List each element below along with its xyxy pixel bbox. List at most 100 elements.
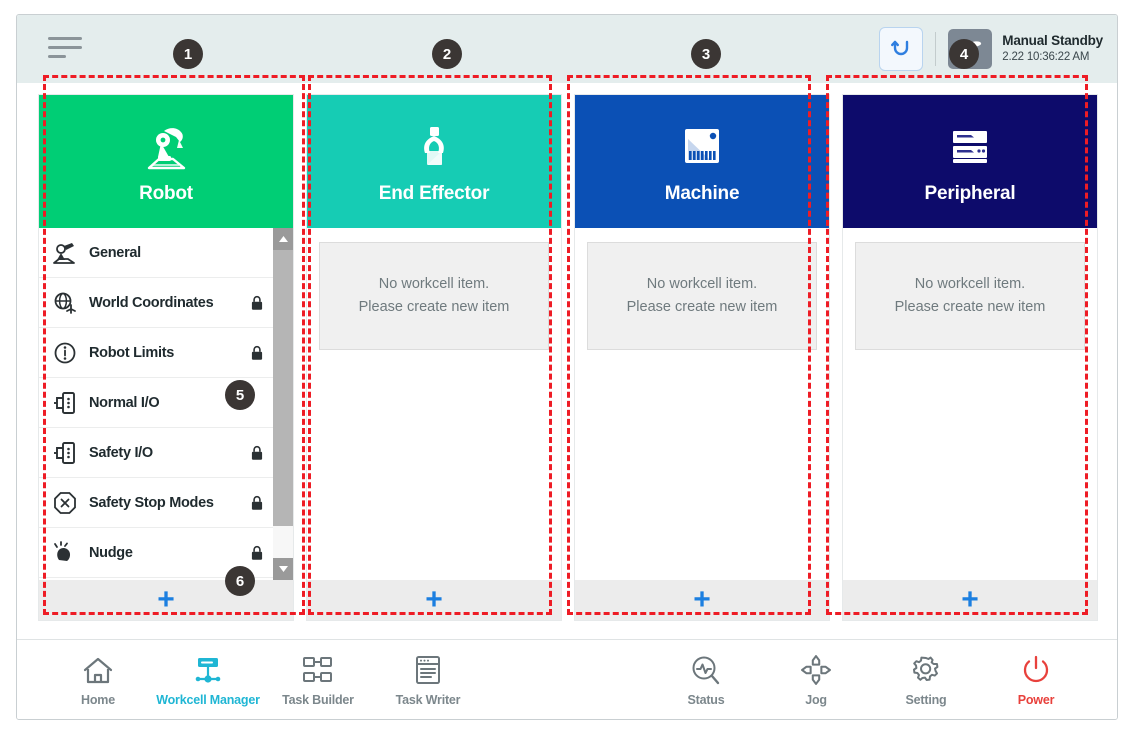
mode-status: Manual Standby 2.22 10:36:22 AM (1002, 33, 1103, 64)
limits-circle-icon (54, 342, 76, 363)
mode-timestamp: 2.22 10:36:22 AM (1002, 51, 1090, 64)
workcell-icon (195, 657, 221, 683)
card-header-robot[interactable]: Robot (39, 95, 293, 228)
chevron-down-icon[interactable] (273, 558, 293, 580)
nav-item-task-builder[interactable]: Task Builder (263, 653, 373, 707)
plus-icon: + (961, 583, 979, 616)
nav-item-setting[interactable]: Setting (871, 653, 981, 707)
lock-icon (251, 445, 263, 460)
workcell-card-end-effector: End Effector No workcell item. Please cr… (307, 95, 561, 620)
empty-line-1: No workcell item. (378, 275, 490, 292)
peripheral-body: No workcell item. Please create new item (843, 228, 1097, 580)
stop-octagon-icon (54, 491, 76, 514)
card-title-machine: Machine (664, 182, 740, 204)
nav-item-task-writer[interactable]: Task Writer (373, 653, 483, 707)
nav-item-label: Setting (905, 692, 947, 707)
top-divider (935, 32, 937, 66)
machine-body: No workcell item. Please create new item (575, 228, 829, 580)
hamburger-line (48, 37, 82, 40)
lock-icon (249, 294, 265, 311)
card-header-machine[interactable]: Machine (575, 95, 829, 228)
nav-item-power[interactable]: Power (981, 653, 1091, 707)
task-writer-icon (416, 655, 440, 684)
list-item[interactable]: Normal I/O (39, 378, 273, 428)
task-builder-icon (303, 656, 332, 682)
status-pulse-icon (691, 653, 721, 687)
hamburger-line (48, 55, 66, 58)
nav-item-status[interactable]: Status (651, 653, 761, 707)
top-bar: Manual Standby 2.22 10:36:22 AM (17, 15, 1117, 83)
power-icon (1023, 655, 1049, 682)
empty-state-end-effector: No workcell item. Please create new item (319, 242, 549, 350)
globe-axis-icon (54, 292, 76, 314)
scrollbar-thumb[interactable] (273, 250, 293, 526)
chevron-up-icon[interactable] (273, 228, 293, 250)
empty-line-2: Please create new item (894, 299, 1046, 315)
jog-dpad-icon (801, 654, 831, 685)
top-right-cluster: Manual Standby 2.22 10:36:22 AM (879, 25, 1103, 73)
hamburger-menu-icon[interactable] (48, 37, 82, 63)
robot-reset-button[interactable] (879, 27, 924, 71)
robot-arm-small-icon (51, 239, 79, 267)
peripheral-device-icon (944, 119, 996, 177)
lock-icon (251, 345, 263, 360)
add-peripheral-button[interactable]: + (843, 580, 1097, 620)
empty-state-peripheral: No workcell item. Please create new item (855, 242, 1085, 350)
nav-item-label: Task Writer (395, 692, 461, 707)
nav-item-label: Task Builder (282, 692, 354, 707)
list-scrollbar[interactable] (273, 228, 293, 580)
list-item-label: Normal I/O (89, 394, 160, 411)
hand-nudge-icon (54, 540, 71, 561)
nav-item-home[interactable]: Home (43, 653, 153, 707)
robot-arm-small-icon (53, 242, 75, 264)
workcell-card-peripheral: Peripheral No workcell item. Please crea… (843, 95, 1097, 620)
plus-icon: + (693, 583, 711, 616)
nav-item-label: Power (1017, 692, 1055, 707)
add-robot-item-button[interactable]: + (39, 580, 293, 620)
list-item-label: Safety I/O (89, 444, 153, 461)
add-end-effector-button[interactable]: + (307, 580, 561, 620)
list-item[interactable]: Safety Stop Modes (39, 478, 273, 528)
list-item-label: Nudge (89, 544, 133, 561)
robot-reset-icon (891, 40, 909, 56)
home-icon (83, 657, 113, 683)
empty-line-1: No workcell item. (646, 275, 758, 292)
add-machine-button[interactable]: + (575, 580, 829, 620)
machine-icon (677, 119, 727, 177)
lock-icon (249, 444, 265, 461)
gear-icon (913, 656, 939, 681)
list-item[interactable]: Safety I/O (39, 428, 273, 478)
list-item-label: General (89, 244, 141, 261)
io-port-icon (54, 441, 75, 464)
empty-line-2: Please create new item (358, 299, 510, 315)
nav-item-workcell-manager[interactable]: Workcell Manager (153, 653, 263, 707)
mode-title: Manual Standby (1002, 33, 1103, 49)
limits-circle-icon (51, 339, 79, 367)
hand-nudge-icon (51, 539, 79, 567)
hamburger-line (48, 46, 82, 49)
card-header-peripheral[interactable]: Peripheral (843, 95, 1097, 228)
nav-item-label: Jog (805, 692, 827, 707)
gear-icon (911, 653, 941, 687)
list-item[interactable]: Nudge (39, 528, 273, 578)
lock-icon (251, 495, 263, 510)
list-item[interactable]: General (39, 228, 273, 278)
gripper-icon (411, 119, 457, 177)
card-title-peripheral: Peripheral (924, 182, 1016, 204)
app-window: Manual Standby 2.22 10:36:22 AM (16, 14, 1118, 720)
list-item[interactable]: World Coordinates (39, 278, 273, 328)
nav-item-jog[interactable]: Jog (761, 653, 871, 707)
manual-hand-icon (948, 29, 993, 69)
plus-icon: + (425, 583, 443, 616)
card-header-end-effector[interactable]: End Effector (307, 95, 561, 228)
list-item[interactable]: Robot Limits (39, 328, 273, 378)
home-icon (82, 653, 114, 687)
empty-line-1: No workcell item. (914, 275, 1026, 292)
